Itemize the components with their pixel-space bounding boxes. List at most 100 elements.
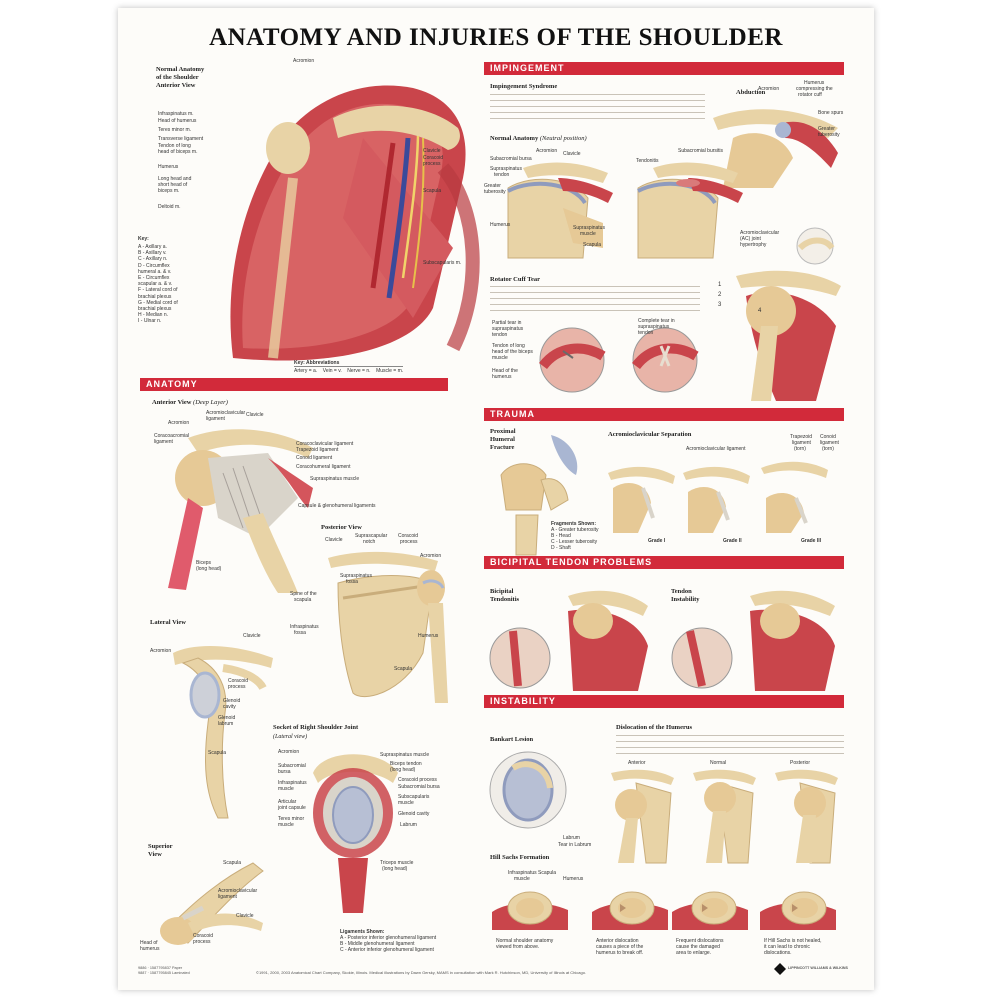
- rotator-cuff-zoom-2: [632, 327, 699, 393]
- section-bar-impingement: IMPINGEMENT: [484, 62, 844, 75]
- label-fossa-2: fossa: [294, 630, 306, 636]
- label-suprascapular: Suprascapular: [355, 533, 388, 539]
- label-coracoid-3: Coracoid: [228, 678, 249, 684]
- key-item: brachial plexus: [138, 306, 172, 313]
- label-humerus: Humerus: [158, 164, 179, 170]
- label-ligament: ligament: [206, 416, 225, 422]
- hill-sachs-illustration: [492, 891, 568, 930]
- bicipital-tendonitis-title: Bicipital Tendonitis: [490, 588, 519, 604]
- label-trapezoid-2: Trapezoid: [790, 434, 813, 440]
- label-trapezoid: Trapezoid ligament: [296, 447, 339, 453]
- socket-label: (long head): [382, 866, 408, 872]
- fragment-item: D - Shaft: [551, 545, 571, 551]
- label-clavicle: Clavicle: [423, 148, 441, 154]
- socket-label: bursa: [278, 769, 291, 775]
- socket-label: Triceps muscle: [380, 860, 414, 866]
- hill-sachs-caption: cause the damaged: [676, 944, 720, 950]
- rotator-paragraph: [490, 286, 700, 312]
- label-supraspinatus: Supraspinatus muscle: [310, 476, 360, 482]
- bankart-illustration: [489, 751, 567, 829]
- label-biceps-m: biceps m.: [158, 188, 180, 194]
- label-acromion-3: Acromion: [420, 553, 442, 559]
- label-fossa: fossa: [346, 579, 358, 585]
- label-process-3: process: [228, 684, 246, 690]
- cuff-number-2: 2: [718, 292, 722, 298]
- label-scapula-3: Scapula: [208, 750, 227, 756]
- impingement-syndrome-title: Impingement Syndrome: [490, 83, 558, 90]
- socket-label: Glenoid cavity: [398, 811, 430, 817]
- label-clavicle-5: Clavicle: [236, 913, 254, 919]
- label-complete-tear: Complete tear in: [638, 318, 675, 324]
- label-ac-ligament-2: Acromioclavicular ligament: [686, 446, 746, 452]
- label-tendon-2: tendon: [492, 332, 508, 338]
- label-tuberosity-2: tuberosity: [484, 189, 506, 195]
- ac-grade-1: [608, 466, 675, 533]
- dislocation-anterior: [611, 769, 674, 864]
- title-text: Normal Anatomy: [490, 135, 539, 142]
- fragments-title: Fragments Shown:: [551, 521, 597, 527]
- cuff-number-4: 4: [758, 308, 762, 314]
- label-supraspinatus-2: Supraspinatus: [573, 225, 605, 231]
- grade-1-label: Grade I: [648, 538, 666, 544]
- hill-sachs-caption: causes a piece of the: [596, 944, 644, 950]
- label-scapula: Scapula: [423, 188, 442, 194]
- grade-3-label: Grade III: [801, 538, 822, 544]
- label-clavicle-4: Clavicle: [243, 633, 261, 639]
- label-coracoid: Coracoid: [423, 155, 444, 161]
- title-sub: (Deep Layer): [193, 399, 228, 406]
- key-item: brachial plexus: [138, 293, 172, 300]
- hill-sachs-illustration: [672, 891, 748, 930]
- title-line: Superior: [148, 843, 173, 850]
- key-item: E - Circumflex: [138, 275, 170, 282]
- label-short-head: short head of: [158, 182, 188, 188]
- label-process-4: process: [193, 939, 211, 945]
- label-clavicle-6: Clavicle: [563, 151, 581, 157]
- ligaments-shown-title: Ligaments Shown:: [340, 929, 385, 935]
- label-humerus-7: Humerus: [563, 876, 584, 882]
- abduction-illustration: [713, 109, 838, 188]
- footer-copyright: ©1991, 2000, 2003 Anatomical Chart Compa…: [256, 970, 587, 975]
- key-item: A - Axillary a.: [138, 244, 167, 250]
- label-scapula-6: Scapula: [538, 870, 557, 876]
- label-acromion-5: Acromion: [758, 86, 780, 92]
- hill-sachs-caption: If Hill Sachs is not healed,: [764, 938, 822, 944]
- label-spine-scapula: Spine of the: [290, 591, 317, 597]
- anterior-shoulder-illustration: [230, 85, 480, 361]
- section-bar-bicipital: BICIPITAL TENDON PROBLEMS: [484, 556, 844, 569]
- key-item: D - Circumflex: [138, 262, 170, 269]
- title-line: Instability: [671, 596, 700, 603]
- label-tendon-3: tendon: [638, 330, 654, 336]
- fracture-title: Proximal Humeral Fracture: [490, 428, 516, 452]
- ac-grade-3: [761, 461, 828, 533]
- socket-illustration: [313, 754, 398, 913]
- ac-separation-title: Acromioclavicular Separation: [608, 431, 692, 438]
- label-ac-joint-2: (AC) joint: [740, 236, 761, 242]
- label-muscle-3: muscle: [514, 876, 530, 882]
- label-coracoacromial: Coracoacromial: [154, 433, 190, 439]
- label-scapula-4: Scapula: [223, 860, 242, 866]
- fragment-item: B - Head: [551, 533, 571, 539]
- key-item: G - Medial cord of: [138, 299, 178, 306]
- socket-label: Subacromial bursa: [398, 784, 440, 790]
- label-infraspinatus: Infraspinatus m.: [158, 111, 194, 117]
- section-bar-anatomy: ANATOMY: [140, 378, 448, 391]
- label-bone-spurs: Bone spurs: [818, 110, 844, 116]
- posterior-scapula-illustration: [328, 551, 448, 703]
- hill-sachs-caption: Normal shoulder anatomy: [496, 938, 554, 944]
- label-notch: notch: [363, 539, 376, 545]
- label-biceps: Biceps: [196, 560, 212, 566]
- label-long-head-2: (long head): [196, 566, 222, 572]
- grade-2-label: Grade II: [723, 538, 742, 544]
- label-ac-lig-2: Acromioclavicular: [218, 888, 258, 894]
- label-torn: (torn): [794, 446, 806, 452]
- socket-label: Acromion: [278, 749, 300, 755]
- label-tendon: tendon: [494, 172, 510, 178]
- heading-line: Normal Anatomy: [156, 66, 205, 73]
- socket-subtitle: (Lateral view): [273, 734, 308, 740]
- rotator-cuff-title: Rotator Cuff Tear: [490, 276, 541, 283]
- fragment-item: C - Lesser tuberosity: [551, 539, 598, 545]
- label-humerus-3: humerus: [140, 946, 160, 952]
- publisher-logo-icon: [774, 963, 786, 975]
- poster-title: ANATOMY AND INJURIES OF THE SHOULDER: [209, 24, 783, 51]
- ligament-item: A - Posterior inferior glenohumeral liga…: [340, 935, 437, 941]
